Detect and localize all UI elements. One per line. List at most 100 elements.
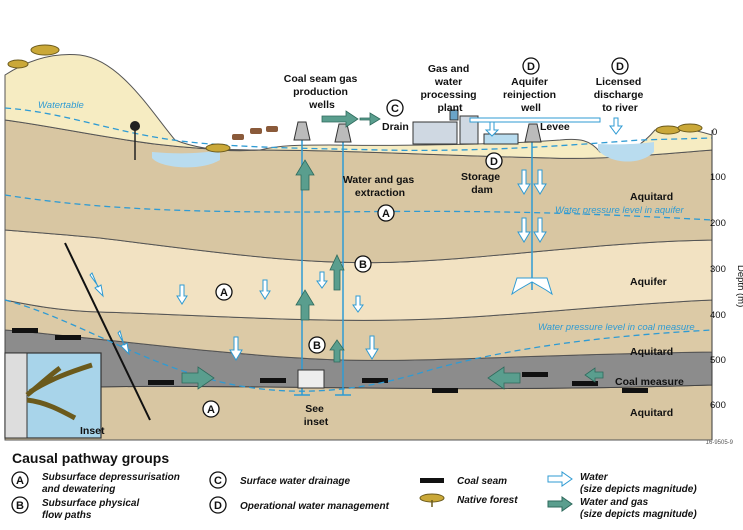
windmill-icon: [130, 121, 140, 160]
legend: Causal pathway groups A Subsurface depre…: [11, 450, 697, 521]
svg-text:B: B: [313, 340, 321, 352]
processing-plant-label: Gas and water processing plant: [421, 63, 480, 114]
discharge-pipe: [469, 117, 601, 123]
water-gas-arrow: [321, 110, 359, 128]
inset-label: Inset: [80, 425, 105, 437]
extraction-label: Water and gas extraction: [343, 174, 417, 199]
river-water-right: [598, 142, 654, 162]
pathway-markers: C D D D A B A B A: [202, 57, 629, 418]
aquitard-mid-label: Aquitard: [630, 346, 673, 358]
water-arrow: [259, 279, 271, 300]
marker-A-aquifer: A: [215, 283, 233, 301]
native-forest-legend-label: Native forest: [457, 495, 518, 506]
water-arrow: [517, 217, 531, 243]
aquitard-top-label: Aquitard: [630, 191, 673, 203]
watertable-line: [4, 107, 713, 152]
wellhead-icon: [293, 121, 311, 141]
legend-water: Water (size depicts magnitude): [547, 471, 697, 495]
see-inset-label: See inset: [304, 403, 329, 428]
marker-D-reinjection: D: [522, 57, 540, 75]
aquifer-label: Aquifer: [630, 276, 667, 288]
processing-plant-icon: [412, 109, 519, 145]
water-gas-arrow: [181, 366, 215, 390]
water-gas-arrow-icon: [547, 496, 573, 512]
reinjection-wellhead-icon: [524, 123, 542, 143]
coal-pressure-label: Water pressure level in coal measure: [538, 322, 695, 333]
water-arrow: [365, 335, 379, 360]
water-gas-legend-label: Water and gas (size depicts magnitude): [580, 497, 697, 520]
coal-seam: [55, 335, 81, 340]
aquitard-bottom-label: Aquitard: [630, 407, 673, 419]
depth-tick: 0: [712, 127, 717, 138]
svg-text:A: A: [207, 404, 215, 416]
coal-seams: [12, 328, 648, 393]
depth-axis-label: Depth (m): [735, 265, 743, 307]
svg-text:D: D: [527, 61, 535, 73]
inset-panel: Inset: [4, 352, 105, 439]
production-wells: [293, 121, 542, 396]
svg-text:C: C: [214, 475, 222, 487]
water-arrow: [517, 169, 531, 195]
pond-water-left: [152, 150, 220, 168]
svg-text:B: B: [16, 500, 24, 512]
coal-seam: [260, 378, 286, 383]
marker-D-storage: D: [485, 152, 503, 170]
watertable-label: Watertable: [38, 100, 84, 111]
water-arrow: [484, 121, 500, 137]
marker-A-extraction: A: [377, 204, 395, 222]
legend-item-C-label: Surface water drainage: [240, 476, 350, 487]
coal-seam: [572, 381, 598, 386]
water-arrow: [609, 117, 623, 135]
water-pressure-lines: [4, 107, 713, 392]
fault-line: [64, 242, 151, 421]
aquitard-bottom-layer: [4, 384, 713, 441]
wellhead-icon: [334, 123, 352, 143]
levee-label: Levee: [540, 121, 570, 133]
svg-text:B: B: [359, 259, 367, 271]
svg-text:D: D: [490, 156, 498, 168]
legend-native-forest: Native forest: [419, 493, 518, 507]
water-arrow: [117, 330, 130, 356]
figure-id: 16-9505-9: [706, 440, 734, 446]
depth-tick: 400: [710, 310, 726, 321]
coal-seam: [622, 388, 648, 393]
water-arrow: [533, 169, 547, 195]
legend-item-A-label: Subsurface depressurisation and dewateri…: [42, 472, 183, 495]
coal-seam-icon: [420, 478, 444, 483]
legend-title: Causal pathway groups: [12, 450, 169, 466]
drain-label: Drain: [382, 121, 409, 133]
water-arrow: [229, 336, 243, 361]
coal-seam: [432, 388, 458, 393]
depth-tick: 500: [710, 355, 726, 366]
svg-text:C: C: [391, 103, 399, 115]
water-gas-arrow: [487, 366, 521, 390]
depth-tick: 300: [710, 264, 726, 275]
water-gas-arrows: [181, 110, 604, 390]
layer-labels: Aquitard Aquifer Aquitard Coal measure A…: [615, 191, 684, 419]
fracture-zone-icon: [297, 369, 325, 389]
marker-C-drain: C: [386, 99, 404, 117]
water-gas-arrow: [295, 159, 315, 191]
licensed-discharge-label: Licensed discharge to river: [594, 76, 647, 114]
geology-layers: [4, 53, 713, 441]
production-wells-label: Coal seam gas production wells: [284, 73, 360, 111]
marker-B-aquifer: B: [354, 255, 372, 273]
water-arrow: [352, 295, 364, 313]
coal-measure-label: Coal measure: [615, 376, 684, 388]
water-gas-arrow: [584, 367, 604, 383]
storage-dam-label: Storage dam: [461, 171, 503, 196]
svg-text:D: D: [214, 500, 222, 512]
cattle-icons: [232, 126, 278, 140]
depth-tick: 200: [710, 218, 726, 229]
svg-text:A: A: [16, 475, 24, 487]
marker-D-discharge: D: [611, 57, 629, 75]
water-legend-label: Water (size depicts magnitude): [580, 472, 697, 495]
water-arrow: [533, 217, 547, 243]
coal-seam: [362, 378, 388, 383]
water-gas-arrow: [329, 254, 345, 291]
depth-tick: 100: [710, 172, 726, 183]
water-arrow: [89, 272, 104, 298]
legend-water-gas: Water and gas (size depicts magnitude): [547, 496, 697, 520]
